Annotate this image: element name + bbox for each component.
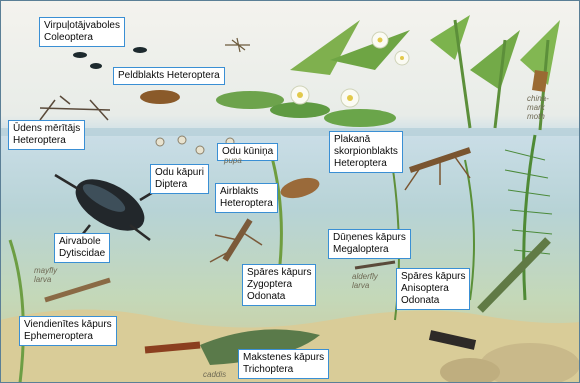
arrowhead-leaf xyxy=(430,15,470,60)
label-line: Virpuļotājvaboles xyxy=(44,20,120,32)
caption-china-mark-moth: china- mark moth xyxy=(527,94,549,121)
caption-pupa: pupa xyxy=(224,156,242,165)
alderfly-larva xyxy=(355,262,395,268)
label-line: Peldblakts Heteroptera xyxy=(118,70,220,82)
label-makstenes-kapurs: Makstenes kāpurs Trichoptera xyxy=(238,349,329,379)
label-line: Spāres kāpurs xyxy=(247,267,311,279)
label-dunenes-kapurs: Dūņenes kāpurs Megaloptera xyxy=(328,229,411,259)
label-line: Spāres kāpurs xyxy=(401,271,465,283)
label-line: Megaloptera xyxy=(333,244,406,256)
label-line: Viendienītes kāpurs xyxy=(24,319,112,331)
backswimmer xyxy=(140,90,180,104)
label-line: Ephemeroptera xyxy=(24,331,112,343)
caddis-larva xyxy=(145,345,200,350)
caption-mayfly: mayfly larva xyxy=(34,266,57,284)
label-spares-anisoptera: Spāres kāpurs Anisoptera Odonata xyxy=(396,268,470,310)
label-line: Odonata xyxy=(401,295,465,307)
label-line: Dytiscidae xyxy=(59,248,105,260)
label-line: skorpionblakts xyxy=(334,146,398,158)
label-line: Zygoptera xyxy=(247,279,311,291)
label-line: Odu kāpuri xyxy=(155,167,204,179)
label-viendienites-kapurs: Viendienītes kāpurs Ephemeroptera xyxy=(19,316,117,346)
label-plakana-skorpionblakts: Plakanā skorpionblakts Heteroptera xyxy=(329,131,403,173)
mosquito xyxy=(225,38,250,52)
china-mark-moth xyxy=(532,70,548,92)
arrowhead-leaf xyxy=(290,20,360,75)
label-line: Airvabole xyxy=(59,236,105,248)
label-line: Plakanā xyxy=(334,134,398,146)
water-measurer xyxy=(40,96,110,120)
lesser-water-boatman xyxy=(278,174,321,202)
label-line: Ūdens mērītājs xyxy=(13,123,80,135)
whirligig-beetle xyxy=(73,52,87,58)
whirligig-beetle xyxy=(90,63,102,69)
label-spares-zygoptera: Spāres kāpurs Zygoptera Odonata xyxy=(242,264,316,306)
label-line: Trichoptera xyxy=(243,364,324,376)
label-line: Heteroptera xyxy=(220,198,273,210)
label-line: Heteroptera xyxy=(13,135,80,147)
label-line: Dūņenes kāpurs xyxy=(333,232,406,244)
label-line: Airblakts xyxy=(220,186,273,198)
caption-caddis: caddis xyxy=(203,370,226,379)
water-surface xyxy=(0,128,580,136)
label-odu-kapuri: Odu kāpuri Diptera xyxy=(150,164,209,194)
label-line: Heteroptera xyxy=(334,158,398,170)
arrowhead-leaf xyxy=(470,30,520,90)
label-udens-meritajs: Ūdens mērītājs Heteroptera xyxy=(8,120,85,150)
label-airblakts: Airblakts Heteroptera xyxy=(215,183,278,213)
lily-pad xyxy=(324,109,396,127)
label-line: Makstenes kāpurs xyxy=(243,352,324,364)
whirligig-beetle xyxy=(133,47,147,53)
label-peldblakts: Peldblakts Heteroptera xyxy=(113,67,225,85)
label-airvabole: Airvabole Dytiscidae xyxy=(54,233,110,263)
label-line: Anisoptera xyxy=(401,283,465,295)
caption-alderfly: alderfly larva xyxy=(352,272,378,290)
label-coleoptera: Virpuļotājvaboles Coleoptera xyxy=(39,17,125,47)
label-line: Coleoptera xyxy=(44,32,120,44)
label-line: Diptera xyxy=(155,179,204,191)
label-line: Odonata xyxy=(247,291,311,303)
